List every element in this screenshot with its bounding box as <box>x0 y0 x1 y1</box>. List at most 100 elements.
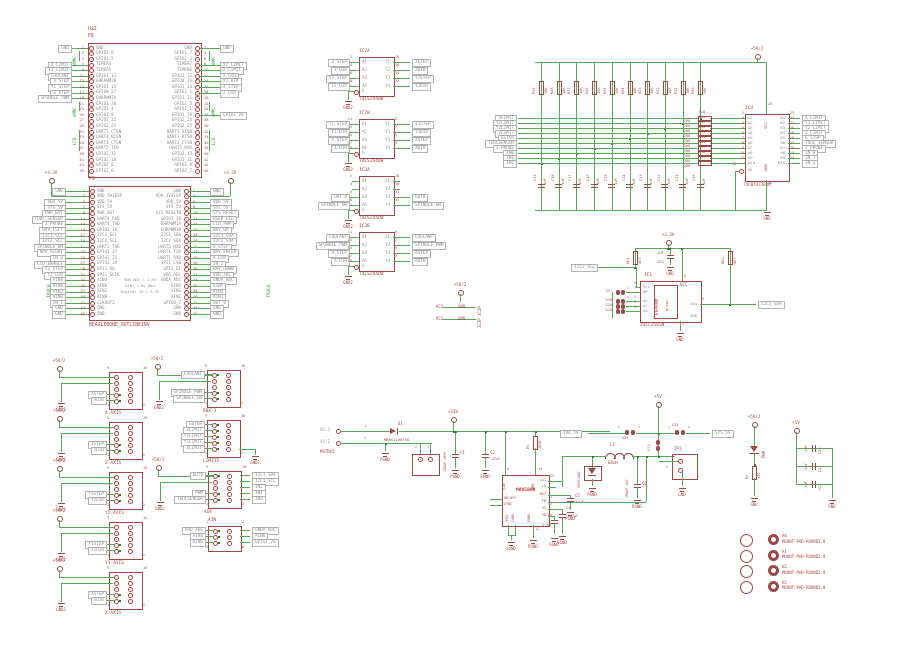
pin[interactable] <box>90 222 95 228</box>
pin[interactable] <box>184 205 189 211</box>
solder-jumper-pad[interactable] <box>621 308 625 314</box>
pin[interactable] <box>89 73 94 79</box>
pin[interactable] <box>90 205 95 211</box>
connector-body-AUX[interactable] <box>208 471 242 509</box>
resistor-R22[interactable] <box>662 81 668 95</box>
pin[interactable] <box>212 440 217 446</box>
pin[interactable] <box>89 118 94 124</box>
ic-body-IC4[interactable] <box>745 114 790 182</box>
pin[interactable] <box>89 79 94 85</box>
pin[interactable] <box>114 392 119 398</box>
net-label-gnd[interactable]: GND <box>220 44 234 53</box>
ic-body-IC3B[interactable] <box>359 232 395 272</box>
pin[interactable] <box>128 374 133 380</box>
pin[interactable] <box>128 392 133 398</box>
pin[interactable] <box>184 256 189 261</box>
pin[interactable] <box>90 228 95 233</box>
net-label-adir[interactable]: ADIR <box>90 397 107 405</box>
pin[interactable] <box>90 233 95 239</box>
net-label-xlimit[interactable]: XLIMIT <box>183 445 205 453</box>
net-label-gnd[interactable]: GND <box>52 311 66 319</box>
pin[interactable] <box>114 524 119 530</box>
pin[interactable] <box>226 378 231 384</box>
pin[interactable] <box>226 390 231 396</box>
mount-pad-H2[interactable] <box>768 565 779 576</box>
diode-D2-outline[interactable] <box>584 466 602 481</box>
pin[interactable] <box>114 448 119 454</box>
resistor-R28[interactable] <box>556 81 562 95</box>
net-label-zstep[interactable]: ZSTEP <box>412 59 431 67</box>
pin[interactable] <box>195 62 200 68</box>
pin[interactable] <box>89 157 94 163</box>
pin[interactable] <box>212 372 217 378</box>
led-PWR[interactable] <box>750 446 758 452</box>
pin[interactable] <box>114 536 119 542</box>
pin[interactable] <box>184 244 189 250</box>
net-label-gpio1-28[interactable]: GPIO1_28 <box>252 539 279 547</box>
pin[interactable] <box>184 211 189 217</box>
supply-symbol[interactable] <box>458 290 464 296</box>
pin[interactable] <box>128 592 133 598</box>
diode-D2[interactable] <box>588 468 596 474</box>
pin[interactable] <box>89 169 94 174</box>
pin[interactable] <box>354 89 359 95</box>
supply-symbol[interactable] <box>57 416 63 422</box>
resistor-RE2[interactable] <box>728 251 733 265</box>
pin[interactable] <box>184 194 189 200</box>
supply-symbol[interactable] <box>451 417 457 423</box>
net-label-y1dir[interactable]: Y1DIR <box>412 129 431 137</box>
net-label-y1step[interactable]: Y1STEP <box>412 121 434 129</box>
pin[interactable] <box>89 124 94 130</box>
resistor-R26[interactable] <box>592 81 598 95</box>
net-label-gnd[interactable]: GND <box>52 187 66 196</box>
pin[interactable] <box>354 264 359 270</box>
pin[interactable] <box>90 216 95 222</box>
pin[interactable] <box>89 107 94 113</box>
net-label-a-dir[interactable]: A_DIR <box>331 258 350 266</box>
resistor-R13[interactable] <box>698 131 712 137</box>
resistor-R17[interactable] <box>698 151 712 157</box>
pin[interactable] <box>128 598 133 604</box>
pin[interactable] <box>184 222 189 228</box>
pin[interactable] <box>226 428 231 434</box>
solder-jumper-pad[interactable] <box>625 430 629 435</box>
jumper-JP1[interactable] <box>672 454 698 480</box>
pin[interactable] <box>212 446 217 452</box>
pin[interactable] <box>89 163 94 169</box>
net-label-coolant[interactable]: COOLANT <box>180 371 205 379</box>
pin[interactable] <box>184 284 189 289</box>
pin[interactable] <box>195 152 200 158</box>
net-label-toolsensor[interactable]: TOOLSENSOR <box>174 496 206 504</box>
pin[interactable] <box>114 474 119 480</box>
net-label-i2c2-sda[interactable]: I2C2_SDA <box>758 301 785 309</box>
pin[interactable] <box>184 216 189 222</box>
pin[interactable] <box>114 424 119 430</box>
net-label-i2c2-scl[interactable]: I2C2_SCL <box>571 264 598 272</box>
pin[interactable] <box>195 79 200 85</box>
net-label-in2[interactable]: IN2 <box>503 160 517 169</box>
ic-body-IC2A[interactable] <box>359 57 395 97</box>
pin[interactable] <box>90 194 95 200</box>
pin[interactable] <box>114 436 119 442</box>
pin[interactable] <box>184 278 189 284</box>
pin[interactable] <box>128 424 133 430</box>
resistor-R29[interactable] <box>539 81 544 95</box>
pin[interactable] <box>212 422 217 428</box>
pin[interactable] <box>184 239 189 245</box>
pin[interactable] <box>128 448 133 454</box>
pin[interactable] <box>114 530 119 536</box>
pin[interactable] <box>128 530 133 536</box>
eeprom-array-box[interactable] <box>654 285 678 319</box>
supply-symbol[interactable] <box>57 366 63 372</box>
pin[interactable] <box>227 485 232 491</box>
pin[interactable] <box>195 135 200 141</box>
resistor-R23[interactable] <box>645 81 651 95</box>
net-label-spindle-pwm[interactable]: SPINDLE_PWM <box>37 95 72 104</box>
pin[interactable] <box>114 580 119 586</box>
pin[interactable] <box>195 73 200 79</box>
supply-symbol[interactable] <box>228 178 234 184</box>
net-label-sys-5v[interactable]: SYS_5V <box>712 430 734 438</box>
resistor-R24[interactable] <box>627 81 633 95</box>
net-label-xstep[interactable]: XSTEP <box>412 137 431 145</box>
pin[interactable] <box>128 580 133 586</box>
